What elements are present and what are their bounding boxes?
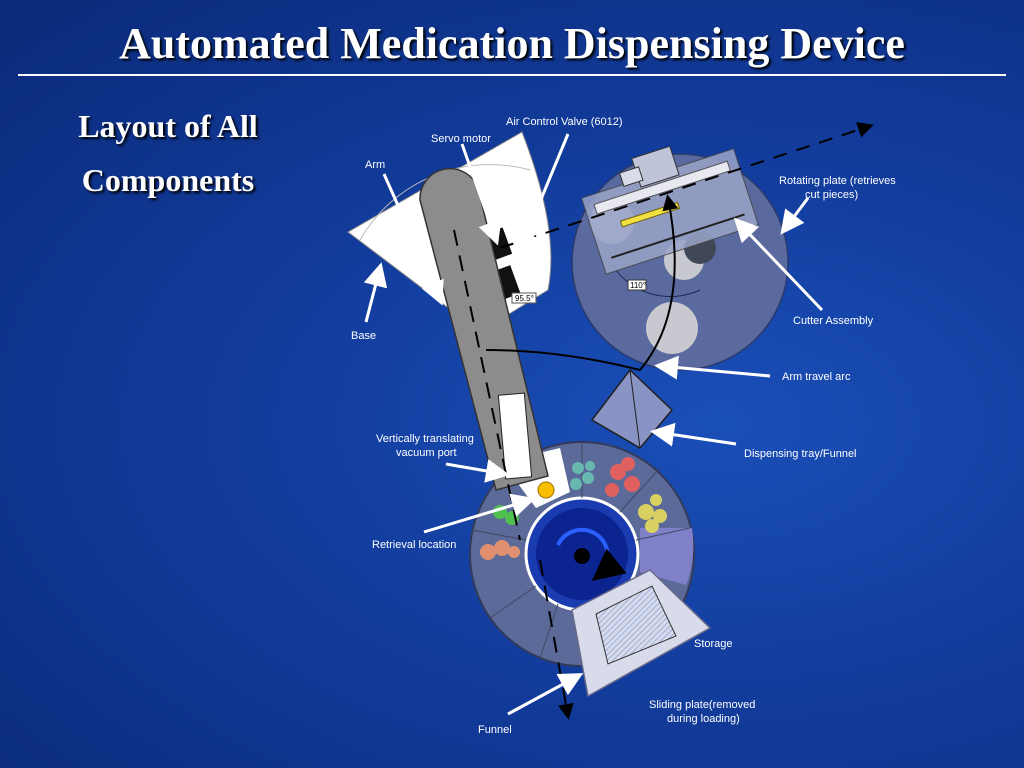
label-rotating-plate-1: Rotating plate (retrieves [779, 175, 896, 187]
label-servo-motor: Servo motor [431, 133, 491, 145]
label-rotating-plate-2: cut pieces) [805, 189, 858, 201]
label-arm: Arm [365, 159, 385, 171]
label-air-control-valve: Air Control Valve (6012) [506, 116, 623, 128]
label-sliding-plate-2: during loading) [667, 713, 740, 725]
plate-angle-box [627, 279, 647, 291]
label-cutter-assembly: Cutter Assembly [793, 315, 874, 327]
label-retrieval-location: Retrieval location [372, 539, 456, 551]
label-arm-travel-arc: Arm travel arc [782, 371, 851, 383]
label-dispensing-tray: Dispensing tray/Funnel [744, 448, 857, 460]
plate-angle-label: 110° [630, 281, 646, 290]
slide-title: Automated Medication Dispensing Device [119, 19, 905, 68]
label-vacuum-port-2: vacuum port [396, 447, 457, 459]
callout-arrows [363, 133, 824, 716]
label-funnel: Funnel [478, 724, 512, 736]
subtitle-line-1: Layout of All [78, 108, 258, 144]
arm-axis-line [499, 122, 874, 249]
arm [419, 167, 549, 541]
label-storage: Storage [694, 638, 733, 650]
dispensing-tray [590, 368, 674, 449]
callout-labels: Air Control Valve (6012) Servo motor Arm… [351, 116, 896, 736]
funnel-wedge [571, 569, 712, 698]
label-base: Base [351, 330, 376, 342]
title-divider [18, 74, 1006, 76]
label-vacuum-port-1: Vertically translating [376, 433, 474, 445]
label-sliding-plate-1: Sliding plate(removed [649, 699, 755, 711]
subtitle-line-2: Components [81, 162, 255, 198]
base-angle-label: 95.5° [515, 294, 534, 303]
arm-travel-arc [485, 194, 679, 372]
